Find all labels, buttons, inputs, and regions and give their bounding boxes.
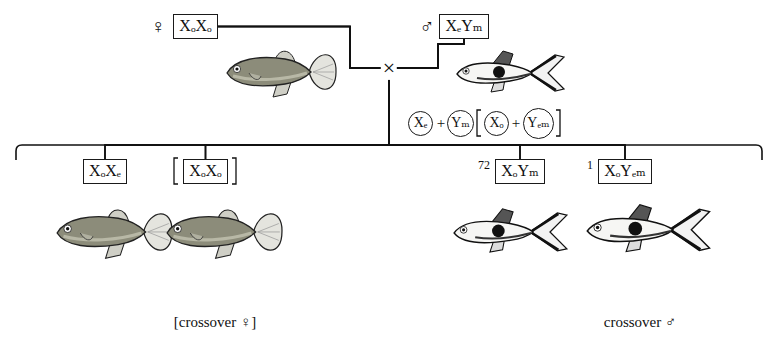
male-fish: [587, 205, 709, 252]
box-bracket: [174, 158, 178, 184]
parent-genotype-box: XₒXₒ: [173, 14, 218, 39]
genotype-text: XₒXₒ: [179, 17, 211, 35]
offspring-genotype-box: XₒXₑ: [83, 159, 127, 184]
cross-line: [218, 27, 625, 160]
cross-line: [389, 39, 625, 159]
offspring-bracket: [16, 145, 762, 160]
gamete-bracket: [556, 110, 560, 136]
genotype-text: XₒYₘ: [501, 162, 539, 180]
cross-line: [105, 27, 389, 160]
box-bracket: [232, 158, 236, 184]
male-fish: [454, 209, 567, 252]
gamete-circle: Yₘ: [447, 110, 474, 137]
genotype-text: Xₒ: [489, 115, 503, 131]
cross-line: [389, 39, 520, 159]
offspring-genotype-box: XₒYₘ: [495, 159, 545, 184]
cross-line: [206, 39, 465, 159]
genotype-text: XₒXₒ: [189, 162, 221, 180]
offspring-genotype-box: XₒXₒ: [183, 159, 228, 184]
crossover-note: [crossover ♀]: [174, 314, 256, 331]
sex-symbol: ♀: [151, 15, 166, 37]
plus-sign: +: [512, 115, 520, 132]
genotype-text: XₑYₘ: [445, 17, 482, 35]
gamete-bracket: [477, 110, 481, 136]
female-fish: [57, 210, 172, 258]
offspring-genotype-box: XₒYₑₘ: [598, 159, 652, 184]
male-fish: [457, 51, 564, 92]
plus-sign: +: [437, 115, 445, 132]
count-number: 72: [478, 159, 490, 172]
gamete-circle: Yₑₘ: [523, 108, 554, 139]
sex-symbol: ♂: [420, 15, 435, 37]
genotype-text: Yₘ: [451, 115, 470, 131]
genotype-text: Xₑ: [414, 115, 428, 131]
cross-line: [206, 27, 390, 160]
cross-symbol: ×: [381, 56, 397, 80]
female-fish: [227, 51, 336, 97]
female-fish: [167, 210, 282, 258]
genotype-text: XₒYₑₘ: [604, 162, 646, 180]
genotype-text: XₒXₑ: [89, 162, 121, 180]
parent-genotype-box: XₑYₘ: [439, 14, 489, 39]
gamete-circle: Xₒ: [484, 111, 509, 136]
cross-line: [105, 39, 464, 159]
count-number: 1: [587, 159, 593, 172]
cross-line: [218, 27, 520, 160]
gamete-circle: Xₑ: [408, 111, 433, 136]
crossover-note: crossover ♂: [604, 314, 676, 331]
genotype-text: Yₑₘ: [527, 115, 549, 131]
